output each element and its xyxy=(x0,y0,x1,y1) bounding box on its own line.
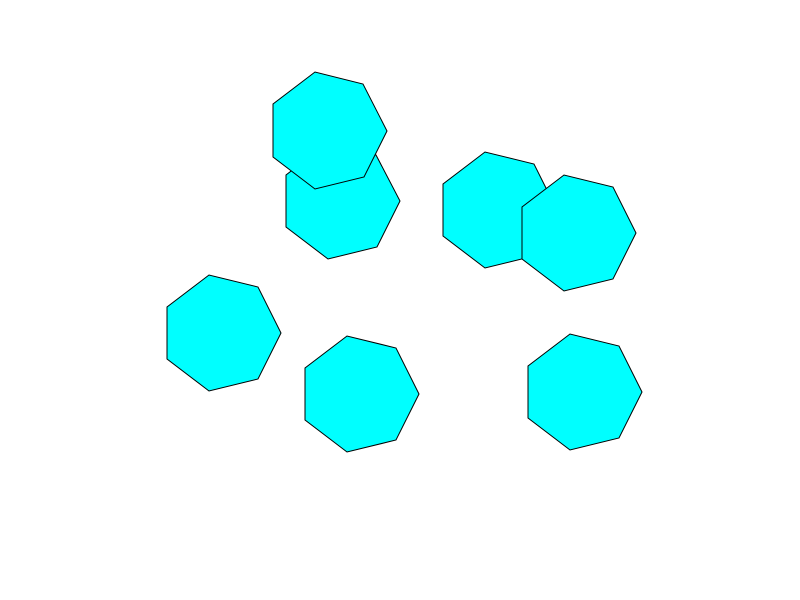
heptagon-shape xyxy=(521,174,637,292)
heptagon-shape xyxy=(166,274,282,392)
heptagon-shape xyxy=(272,71,388,190)
heptagon-shape xyxy=(304,335,420,453)
heptagon-shape xyxy=(527,333,643,451)
